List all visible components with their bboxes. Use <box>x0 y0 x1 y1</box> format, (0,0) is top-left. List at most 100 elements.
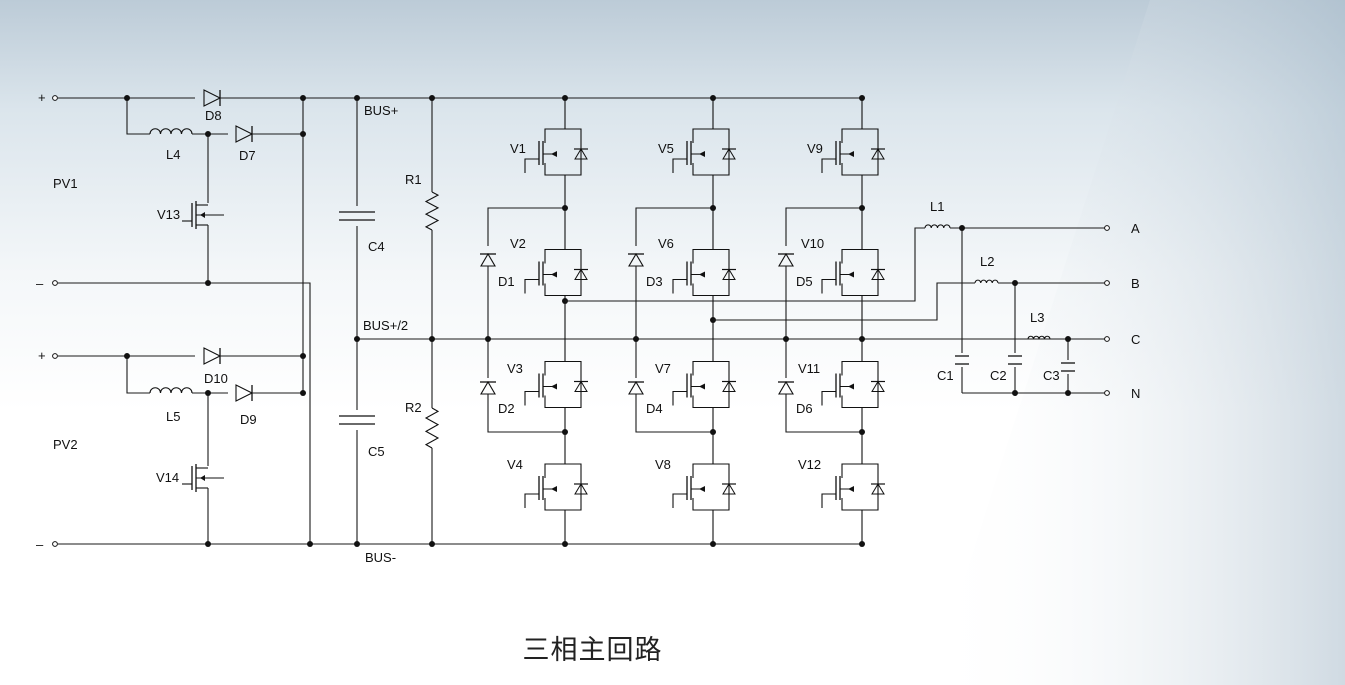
bus-plus-label: BUS+ <box>364 103 398 118</box>
junction-dot <box>1012 280 1018 286</box>
r1-label: R1 <box>405 172 422 187</box>
d7-label: D7 <box>239 148 256 163</box>
terminal-circle <box>52 353 58 359</box>
capacitor-c1 <box>955 355 969 365</box>
diode-d4 <box>628 380 644 395</box>
pv2-d9-out <box>252 356 304 394</box>
label-d1: D1 <box>498 274 515 289</box>
junction-dot <box>300 95 306 101</box>
junction-dot <box>300 131 306 137</box>
switch-v7 <box>672 339 736 432</box>
v14-label: V14 <box>156 470 179 485</box>
label-v2: V2 <box>510 236 526 251</box>
terminal-circle <box>1104 225 1110 231</box>
diode-d3 <box>628 252 644 267</box>
label-v4: V4 <box>507 457 523 472</box>
junction-dot <box>710 541 716 547</box>
diode-d2 <box>480 380 496 395</box>
l1-label: L1 <box>930 199 944 214</box>
inductor-l5 <box>149 387 193 394</box>
diode-d7 <box>235 125 254 143</box>
leg2-clamp-top <box>635 207 713 246</box>
inductor-l3 <box>1027 335 1051 340</box>
pv1-l4-branch <box>126 98 150 135</box>
switch-v13 <box>182 201 224 229</box>
junction-dot <box>485 336 491 342</box>
junction-dot <box>354 541 360 547</box>
l5-label: L5 <box>166 409 180 424</box>
junction-dot <box>124 353 130 359</box>
junction-dot <box>710 429 716 435</box>
label-v9: V9 <box>807 141 823 156</box>
switch-v3 <box>524 339 588 432</box>
junction-dot <box>300 353 306 359</box>
pv2-minus-label: – <box>36 537 44 552</box>
label-v6: V6 <box>658 236 674 251</box>
l4-label: L4 <box>166 147 180 162</box>
junction-dot <box>205 390 211 396</box>
l2-label: L2 <box>980 254 994 269</box>
pv2-plus-label: + <box>38 348 46 363</box>
junction-dot <box>859 541 865 547</box>
diode-d10 <box>203 347 222 365</box>
terminal-c-label: C <box>1131 332 1140 347</box>
switch-v14 <box>182 464 224 492</box>
junction-dot <box>710 95 716 101</box>
inductor-l2 <box>974 279 999 284</box>
switch-v6 <box>672 208 736 339</box>
junction-dot <box>859 95 865 101</box>
label-d2: D2 <box>498 401 515 416</box>
resistor-r1 <box>424 191 440 231</box>
v13-label: V13 <box>157 207 180 222</box>
diagram-caption: 三相主回路 <box>522 635 663 666</box>
terminal-circle <box>52 280 58 286</box>
junction-dot <box>783 336 789 342</box>
leg3-clamp-top <box>785 207 862 246</box>
pv1-plus-label: + <box>38 90 46 105</box>
switch-v5 <box>672 98 736 208</box>
diode-d8 <box>203 89 222 107</box>
label-d3: D3 <box>646 274 663 289</box>
junction-dot <box>1012 390 1018 396</box>
switch-v11 <box>821 339 885 432</box>
leg3-clamp-bot <box>785 394 862 433</box>
junction-dot <box>859 205 865 211</box>
junction-dot <box>205 131 211 137</box>
r2-label: R2 <box>405 400 422 415</box>
junction-dot <box>300 390 306 396</box>
capacitor-c5 <box>339 415 375 425</box>
label-v3: V3 <box>507 361 523 376</box>
d9-label: D9 <box>240 412 257 427</box>
switch-v12 <box>821 432 885 544</box>
junction-dot <box>307 541 313 547</box>
label-v7: V7 <box>655 361 671 376</box>
junction-dot <box>429 95 435 101</box>
phase-b-out <box>713 282 975 321</box>
junction-dot <box>205 541 211 547</box>
switch-v9 <box>821 98 885 208</box>
junction-dot <box>1065 336 1071 342</box>
capacitor-c4 <box>339 211 375 221</box>
terminal-circle <box>1104 280 1110 286</box>
junction-dot <box>859 336 865 342</box>
junction-dot <box>354 95 360 101</box>
label-v8: V8 <box>655 457 671 472</box>
inductor-l1 <box>924 224 951 229</box>
pv1-minus-wire <box>58 282 311 544</box>
switch-v2 <box>524 208 588 339</box>
c3-label: C3 <box>1043 368 1060 383</box>
junction-dot <box>429 541 435 547</box>
junction-dot <box>562 205 568 211</box>
junction-dot <box>710 205 716 211</box>
label-d4: D4 <box>646 401 663 416</box>
label-d5: D5 <box>796 274 813 289</box>
c2-label: C2 <box>990 368 1007 383</box>
d8-label: D8 <box>205 108 222 123</box>
junction-dot <box>562 95 568 101</box>
terminal-circle <box>52 541 58 547</box>
junction-dot <box>354 336 360 342</box>
terminal-n-label: N <box>1131 386 1140 401</box>
bus-mid-label: BUS+/2 <box>363 318 408 333</box>
label-v12: V12 <box>798 457 821 472</box>
